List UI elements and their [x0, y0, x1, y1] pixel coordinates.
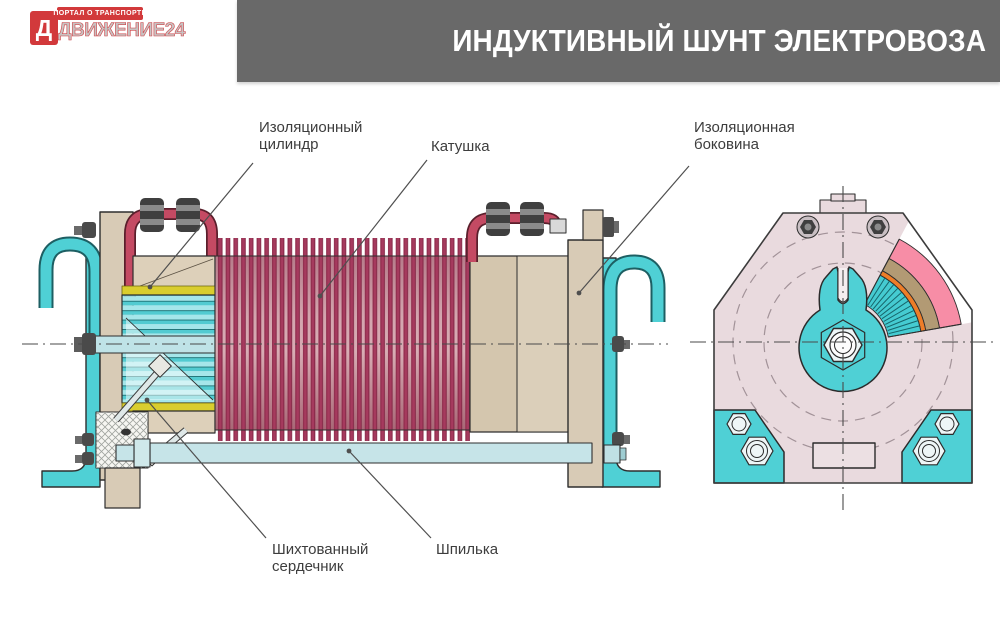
coil	[214, 238, 471, 441]
side-section-view	[22, 198, 668, 509]
end-view	[690, 186, 996, 514]
insulating-cylinder-strip-bottom	[121, 402, 216, 412]
nameplate	[812, 442, 876, 469]
header-bar: ИНДУКТИВНЫЙ ШУНТ ЭЛЕКТРОВОЗА	[237, 0, 1000, 82]
label-stud: Шпилька	[436, 541, 499, 558]
corner-brackets	[713, 409, 973, 484]
top-bolts	[796, 215, 890, 239]
coil-lead-tube-left	[124, 198, 218, 298]
cylinder-top-section	[132, 255, 216, 289]
brand-logo: Д ПОРТАЛ О ТРАНСПОРТЕ ДВИЖЕНИЕ24	[30, 6, 186, 50]
tube-clamp-bolts	[140, 198, 200, 232]
logo-tagline: ПОРТАЛ О ТРАНСПОРТЕ	[53, 7, 146, 20]
logo-letter-icon: Д	[30, 11, 58, 45]
logo-brand-text: ДВИЖЕНИЕ24	[58, 20, 186, 42]
left-plate-bolts	[74, 222, 96, 465]
insulating-cylinder-strip-top	[121, 285, 216, 296]
right-hook	[602, 254, 666, 452]
page-title: ИНДУКТИВНЫЙ ШУНТ ЭЛЕКТРОВОЗА	[452, 23, 986, 58]
label-coil: Катушка	[431, 138, 490, 155]
coil-lead-tube-right	[466, 202, 567, 262]
leader-lines	[144, 159, 690, 539]
stud	[115, 438, 627, 468]
